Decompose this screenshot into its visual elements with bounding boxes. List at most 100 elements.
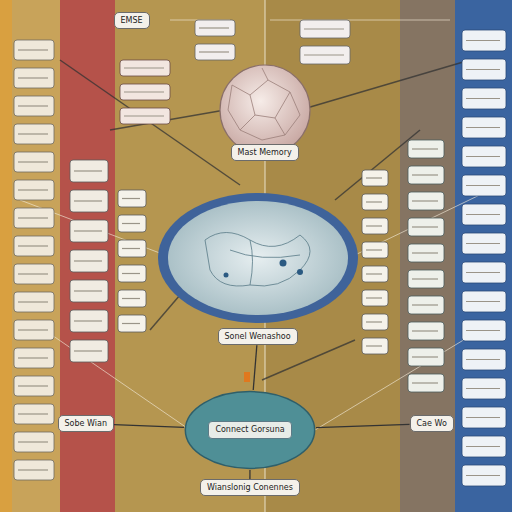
small-box [118, 240, 146, 257]
box-line [18, 357, 48, 358]
box-line [466, 185, 500, 186]
box-line [366, 225, 382, 226]
box-line [122, 273, 140, 274]
box-line [466, 156, 500, 157]
box-line [18, 273, 48, 274]
small-box [14, 264, 54, 284]
small-box [462, 233, 506, 254]
box-line [124, 115, 164, 116]
small-box [14, 124, 54, 144]
box-line [366, 249, 382, 250]
small-box [14, 96, 54, 116]
small-box [14, 40, 54, 60]
node-label: Wianslonig Conennes [207, 483, 293, 492]
small-box [70, 160, 108, 182]
box-line [412, 174, 438, 175]
node-label: Connect Gorsuna [208, 421, 291, 438]
box-line [18, 413, 48, 414]
box-line [466, 272, 500, 273]
small-box [118, 265, 146, 282]
box-line [412, 304, 438, 305]
small-box [362, 242, 388, 258]
box-line [199, 51, 229, 52]
small-box [70, 280, 108, 302]
box-line [122, 198, 140, 199]
small-box [300, 20, 350, 38]
box-line [366, 321, 382, 322]
box-line [412, 382, 438, 383]
process-box: Wianslonig Conennes [200, 479, 300, 496]
box-line [18, 385, 48, 386]
box-line [466, 330, 500, 331]
small-box [362, 338, 388, 354]
box-line [366, 201, 382, 202]
small-box [408, 140, 444, 158]
small-box [408, 218, 444, 236]
box-line [18, 329, 48, 330]
box-line [18, 49, 48, 50]
small-box [362, 266, 388, 282]
small-box [462, 320, 506, 341]
box-line [122, 223, 140, 224]
small-box [70, 340, 108, 362]
small-box [118, 190, 146, 207]
small-box [462, 117, 506, 138]
small-box [120, 84, 170, 100]
small-box [462, 349, 506, 370]
box-line [412, 226, 438, 227]
small-box [362, 218, 388, 234]
small-box [408, 166, 444, 184]
small-box [118, 215, 146, 232]
small-box [462, 262, 506, 283]
box-line [466, 40, 500, 41]
box-line [412, 148, 438, 149]
small-box [408, 192, 444, 210]
box-line [74, 290, 102, 291]
process-box: EMSE [114, 12, 150, 29]
small-box [120, 60, 170, 76]
small-box [462, 465, 506, 486]
small-box [462, 146, 506, 167]
box-line [412, 330, 438, 331]
box-line [74, 350, 102, 351]
small-box [195, 44, 235, 60]
box-line [74, 170, 102, 171]
box-line [466, 446, 500, 447]
node-label: Cae Wo [417, 419, 447, 428]
small-box [462, 175, 506, 196]
box-line [466, 69, 500, 70]
box-line [412, 252, 438, 253]
small-box [14, 376, 54, 396]
box-line [122, 248, 140, 249]
process-box: Sobe Wian [58, 415, 114, 432]
box-line [124, 91, 164, 92]
box-line [18, 189, 48, 190]
ellipse-node: Connect Gorsuna [184, 390, 316, 470]
box-line [466, 388, 500, 389]
process-box: Mast Memory [231, 144, 299, 161]
box-line [18, 105, 48, 106]
box-line [466, 127, 500, 128]
node-label: Sobe Wian [65, 419, 107, 428]
small-box [462, 30, 506, 51]
box-line [74, 260, 102, 261]
box-line [74, 320, 102, 321]
small-box [362, 290, 388, 306]
small-box [14, 432, 54, 452]
connector [249, 470, 250, 479]
small-box [14, 404, 54, 424]
small-box [462, 436, 506, 457]
small-box [14, 208, 54, 228]
small-box [462, 291, 506, 312]
box-line [466, 475, 500, 476]
small-box [118, 315, 146, 332]
small-box [14, 320, 54, 340]
box-line [412, 278, 438, 279]
small-box [462, 204, 506, 225]
small-box [14, 152, 54, 172]
small-box [70, 250, 108, 272]
box-line [366, 345, 382, 346]
small-box [14, 348, 54, 368]
small-box [462, 407, 506, 428]
small-box [70, 190, 108, 212]
